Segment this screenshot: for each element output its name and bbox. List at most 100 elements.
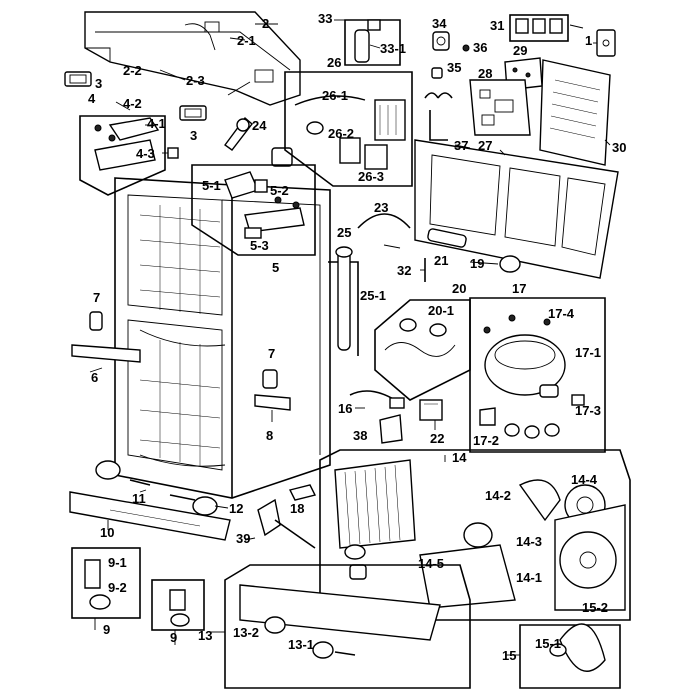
callout-23: 23: [374, 200, 388, 215]
callout-32: 32: [397, 263, 411, 278]
callout-31: 31: [490, 18, 504, 33]
wire-16: [349, 390, 405, 409]
callout-38: 38: [353, 428, 367, 443]
callout-29: 29: [513, 43, 527, 58]
callout-20: 20: [452, 281, 466, 296]
panel-cover-1: [596, 29, 616, 57]
callout-14-3: 14-3: [516, 534, 542, 549]
callout-12: 12: [229, 501, 243, 516]
hinge-block: [271, 147, 293, 167]
callout-15: 15: [502, 648, 516, 663]
compressor-17: [469, 297, 606, 453]
callout-3a: 3: [95, 76, 102, 91]
callout-13: 13: [198, 628, 212, 643]
callout-14-4: 14-4: [571, 472, 598, 487]
callout-8: 8: [266, 428, 273, 443]
callout-1: 1: [585, 33, 592, 48]
callout-14-2: 14-2: [485, 488, 511, 503]
callout-5-3: 5-3: [250, 238, 269, 253]
callout-19: 19: [470, 256, 484, 271]
callout-26-3: 26-3: [358, 169, 384, 184]
callout-3b: 3: [190, 128, 197, 143]
sensor-35: [431, 67, 443, 79]
drain-tube-25: [328, 246, 359, 356]
clip-37: [424, 92, 453, 141]
caution-label-30: [539, 59, 611, 166]
callout-7a: 7: [93, 290, 100, 305]
hinge-assembly-4: [79, 115, 179, 196]
callout-10: 10: [100, 525, 114, 540]
callout-9a: 9: [103, 622, 110, 637]
foot-assembly-9: [71, 547, 205, 631]
callout-9-2: 9-2: [108, 580, 127, 595]
holder-18: [288, 484, 317, 501]
callout-25-1: 25-1: [360, 288, 386, 303]
screw-36: [462, 44, 470, 52]
callout-27: 27: [478, 138, 492, 153]
hinge-cover-part: [64, 71, 207, 121]
callout-11: 11: [132, 491, 146, 506]
base-plate-10: [69, 491, 231, 541]
cap-19: [499, 255, 521, 273]
callout-33: 33: [318, 11, 332, 26]
callout-17-4: 17-4: [548, 306, 575, 321]
callout-2-2: 2-2: [123, 63, 142, 78]
valve-34: [432, 31, 450, 51]
hinge-assembly-5: [191, 164, 316, 256]
shaft-11: [129, 479, 151, 486]
callout-9b: 9: [170, 630, 177, 645]
callout-2: 2: [262, 16, 269, 31]
main-pcb-28: [469, 79, 531, 136]
callout-13-1: 13-1: [288, 637, 314, 652]
relay-22: [419, 399, 443, 421]
bracket-21: [427, 228, 467, 248]
defrost-assembly-26: [284, 71, 413, 187]
leader-lines: [89, 19, 611, 656]
drain-assembly-39: [257, 498, 316, 549]
callout-34: 34: [432, 16, 447, 31]
callout-15-2: 15-2: [582, 600, 608, 615]
callout-5-2: 5-2: [270, 183, 289, 198]
bracket-38: [379, 414, 403, 444]
callout-35: 35: [447, 60, 461, 75]
callout-22: 22: [430, 431, 444, 446]
callout-6: 6: [91, 370, 98, 385]
callout-4-1: 4-1: [147, 116, 166, 131]
callout-14-1: 14-1: [516, 570, 542, 585]
callout-14: 14: [452, 450, 467, 465]
fan-assembly-15: [519, 623, 621, 689]
callout-labels: 2 2-1 2-2 2-3 3 3 4 4-1 4-2 4-3 24 33 33…: [88, 11, 626, 663]
callout-9-1: 9-1: [108, 555, 127, 570]
callout-5-1: 5-1: [202, 178, 221, 193]
callout-36: 36: [473, 40, 487, 55]
connector-set-31: [509, 14, 569, 42]
callout-16: 16: [338, 401, 352, 416]
callout-17-3: 17-3: [575, 403, 601, 418]
callout-4-2: 4-2: [123, 96, 142, 111]
damper-33: [344, 19, 401, 66]
callout-26-2: 26-2: [328, 126, 354, 141]
tube-assembly-20: [374, 299, 471, 401]
top-cover-part: [84, 11, 301, 106]
callout-17-1: 17-1: [575, 345, 601, 360]
callout-4-3: 4-3: [136, 146, 155, 161]
leveling-leg-7: [89, 311, 278, 389]
wire-harness-23: [357, 213, 411, 229]
callout-15-1: 15-1: [535, 636, 561, 651]
callout-21: 21: [434, 253, 448, 268]
callout-39: 39: [236, 531, 250, 546]
callout-18: 18: [290, 501, 304, 516]
callout-26-1: 26-1: [322, 88, 348, 103]
callout-26: 26: [327, 55, 341, 70]
callout-30: 30: [612, 140, 626, 155]
evaporator-assembly-14: [319, 449, 631, 621]
callout-17-2: 17-2: [473, 433, 499, 448]
callout-25: 25: [337, 225, 351, 240]
callout-17: 17: [512, 281, 526, 296]
callout-5: 5: [272, 260, 279, 275]
callout-33-1: 33-1: [380, 41, 406, 56]
callout-14-5: 14-5: [418, 556, 444, 571]
callout-20-1: 20-1: [428, 303, 454, 318]
base-assembly-13: [224, 564, 471, 689]
